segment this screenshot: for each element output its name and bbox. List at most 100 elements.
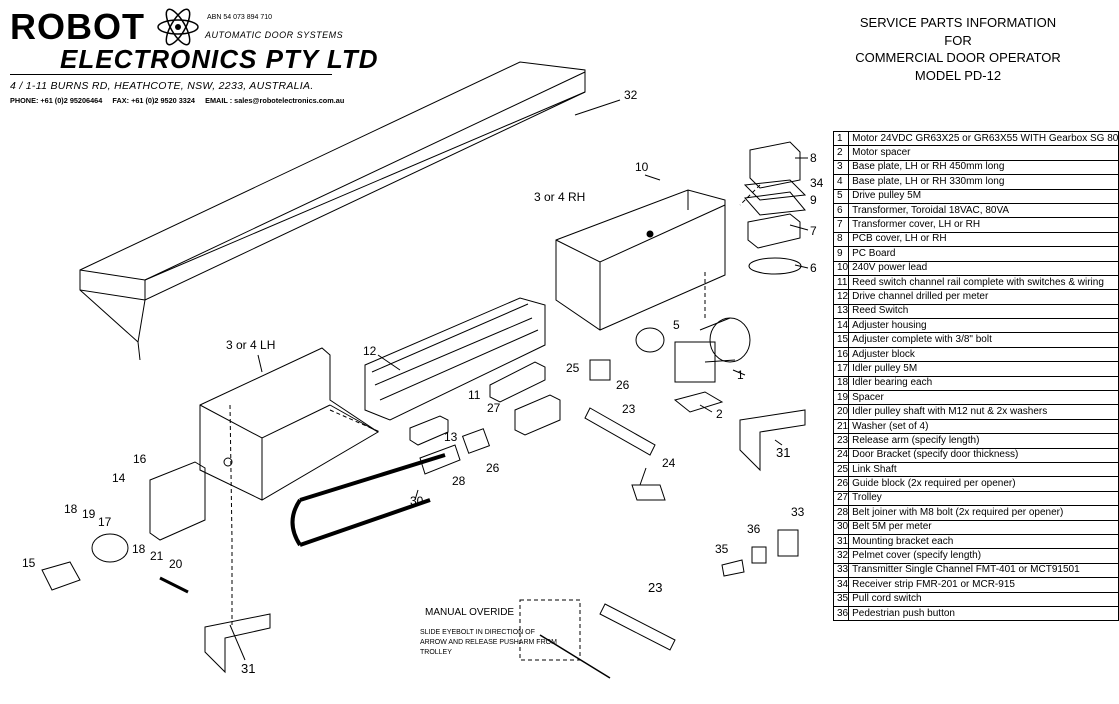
part-description: Transformer, Toroidal 18VAC, 80VA (848, 202, 1119, 219)
tagline: AUTOMATIC DOOR SYSTEMS (205, 30, 344, 40)
callout-16: 16 (133, 452, 147, 466)
part-description: Belt 5M per meter (848, 519, 1119, 535)
part-description: Receiver strip FMR-201 or MCR-915 (848, 577, 1119, 593)
callout-21: 21 (150, 549, 164, 563)
part-number: 6 (832, 202, 850, 219)
part-number: 36 (832, 605, 850, 622)
motor-1 (674, 317, 751, 383)
header-divider (10, 74, 332, 75)
part-description: 240V power lead (848, 260, 1119, 276)
part-description: PC Board (848, 246, 1119, 262)
title-line-1: SERVICE PARTS INFORMATION (859, 15, 1057, 30)
transmitter-33 (777, 529, 799, 557)
part-number: 2 (832, 145, 850, 161)
adjuster-15 (41, 561, 81, 591)
part-number: 20 (832, 404, 850, 420)
drive-channel-12 (364, 297, 546, 421)
part-description: Drive pulley 5M (848, 188, 1119, 204)
callout-20: 20 (169, 557, 183, 571)
part-number: 27 (832, 490, 850, 507)
part-number: 12 (832, 289, 850, 305)
part-number: 28 (832, 505, 850, 521)
part-description: Release arm (specify length) (848, 433, 1119, 449)
part-description: Reed Switch (848, 303, 1119, 320)
part-number: 32 (832, 548, 850, 564)
mounting-bracket-31a (739, 409, 806, 472)
part-number: 35 (832, 591, 850, 607)
callout-28: 28 (452, 474, 466, 488)
idler-shaft-20 (159, 576, 189, 594)
callout-1: 1 (737, 368, 744, 382)
callout-6: 6 (810, 261, 817, 275)
part-number: 4 (832, 174, 850, 190)
part-number: 31 (832, 533, 850, 550)
release-arm-23b (599, 603, 676, 651)
part-number: 3 (832, 159, 850, 176)
push-button-36 (751, 546, 767, 564)
release-arm-23a (584, 407, 656, 456)
company-address: 4 / 1-11 BURNS RD, HEATHCOTE, NSW, 2233,… (10, 80, 314, 92)
drive-pulley-5 (635, 327, 665, 353)
callout-31-right: 31 (776, 445, 791, 460)
part-number: 15 (832, 332, 850, 348)
callout-33: 33 (791, 505, 805, 519)
title-line-2: FOR (944, 32, 972, 48)
part-description: Transmitter Single Channel FMT-401 or MC… (848, 562, 1119, 579)
part-number: 5 (832, 188, 850, 204)
callout-23-top: 23 (622, 402, 636, 416)
part-description: Link Shaft (848, 461, 1119, 478)
part-number: 1 (832, 130, 850, 147)
transformer-cover-7 (747, 213, 801, 249)
callout-27: 27 (487, 401, 501, 415)
part-description: Drive channel drilled per meter (848, 289, 1119, 305)
part-description: Adjuster block (848, 346, 1119, 363)
callout-30: 30 (410, 494, 424, 508)
part-description: Door Bracket (specify door thickness) (848, 447, 1119, 463)
part-description: PCB cover, LH or RH (848, 231, 1119, 248)
part-number: 21 (832, 418, 850, 435)
title-line-4: MODEL PD-12 (914, 67, 1002, 83)
callout-14: 14 (112, 471, 126, 485)
part-number: 10 (832, 260, 850, 276)
part-number: 16 (832, 346, 850, 363)
part-number: 33 (832, 562, 850, 579)
guide-block-26b (461, 428, 491, 454)
callout-13: 13 (444, 430, 458, 444)
part-number: 17 (832, 361, 850, 377)
company-name: ROBOT (10, 6, 145, 47)
callout-2: 2 (716, 407, 723, 421)
callout-26-top: 26 (616, 378, 630, 392)
callout-36: 36 (747, 522, 761, 536)
guide-block-26a (589, 359, 611, 381)
trolley-27 (514, 394, 561, 436)
reed-rail-11 (489, 361, 546, 403)
callout-10: 10 (635, 160, 649, 174)
part-number: 30 (832, 519, 850, 535)
part-number: 26 (832, 476, 850, 492)
part-number: 8 (832, 231, 850, 248)
pull-cord-35 (721, 559, 745, 577)
manual-override-text: SLIDE EYEBOLT IN DIRECTION OF ARROW AND … (420, 629, 557, 656)
part-description: Washer (set of 4) (848, 418, 1119, 435)
abn-number: ABN 54 073 894 710 (207, 14, 272, 21)
